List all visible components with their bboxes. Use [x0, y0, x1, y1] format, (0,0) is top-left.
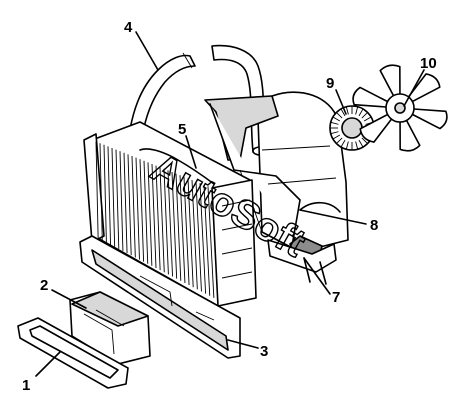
fan-blade — [352, 86, 391, 108]
clutch-tooth — [358, 108, 364, 117]
radiator-fin — [107, 146, 111, 245]
fan-blades — [352, 64, 448, 152]
fan-blade — [399, 116, 421, 152]
fan-blade — [379, 64, 401, 100]
callout-5: 5 — [178, 121, 186, 138]
callout-3: 3 — [260, 343, 268, 360]
radiator-fin — [191, 179, 198, 290]
clutch-tooth — [361, 137, 368, 144]
radiator-fin — [195, 181, 202, 292]
mounting-bracket — [267, 239, 337, 285]
radiator-fin — [123, 152, 128, 254]
fan — [352, 64, 448, 152]
radiator-fin — [155, 165, 161, 271]
radiator-fin — [199, 183, 207, 294]
radiator-fin — [159, 167, 165, 273]
callout-2: 2 — [40, 277, 48, 294]
clutch-tooth — [340, 108, 346, 117]
radiator-fin — [119, 151, 124, 251]
callout-1: 1 — [22, 377, 30, 394]
clutch-tooth — [336, 112, 343, 119]
radiator-fin — [175, 173, 182, 281]
fan-blade — [406, 73, 441, 104]
callout-10: 10 — [420, 55, 437, 72]
callout-9: 9 — [326, 75, 334, 92]
radiator-fins — [95, 141, 215, 298]
clutch-tooth — [330, 131, 339, 135]
callout-7: 7 — [332, 289, 340, 306]
callout-4: 4 — [124, 19, 133, 36]
clutch-tooth — [345, 106, 349, 115]
clutch-tooth — [332, 134, 341, 140]
radiator — [83, 121, 257, 307]
radiator-fin — [203, 184, 211, 296]
leader-lines — [35, 31, 425, 377]
radiator-fin — [143, 160, 149, 264]
clutch-tooth — [355, 141, 359, 150]
radiator-fin — [167, 170, 173, 277]
clutch-tooth — [332, 116, 341, 122]
clutch-tooth — [340, 139, 346, 148]
radiator-fin — [163, 168, 169, 275]
callout-8: 8 — [370, 217, 378, 234]
fan-blade — [409, 108, 448, 130]
fan-blade — [359, 112, 394, 143]
lower-deflector — [79, 235, 241, 359]
clutch-tooth — [363, 116, 372, 122]
clutch-tooth — [361, 112, 368, 119]
clutch-tooth — [330, 121, 339, 125]
clutch-tooth — [355, 106, 359, 115]
radiator-fin — [187, 178, 194, 288]
radiator-fin — [95, 141, 99, 239]
fan-shroud — [204, 91, 349, 263]
radiator-fin — [103, 144, 107, 243]
radiator-fin — [183, 176, 190, 286]
gasket-frame — [17, 317, 129, 389]
radiator-fin — [207, 186, 215, 298]
clutch-tooth — [336, 137, 343, 144]
radiator-fin — [171, 171, 178, 279]
radiator-fin — [115, 149, 120, 249]
clutch-tooth — [358, 139, 364, 148]
upper-hose-left — [127, 52, 196, 147]
radiator-fin — [99, 143, 103, 241]
radiator-fin — [151, 163, 157, 269]
radiator-fin — [111, 147, 116, 247]
radiator-fin — [147, 162, 153, 266]
clutch-tooth — [345, 141, 349, 150]
radiator-fin — [131, 155, 136, 258]
radiator-fin — [139, 159, 145, 262]
radiator-fin — [127, 154, 132, 256]
radiator-fin — [135, 157, 140, 260]
radiator-fin — [179, 175, 186, 283]
